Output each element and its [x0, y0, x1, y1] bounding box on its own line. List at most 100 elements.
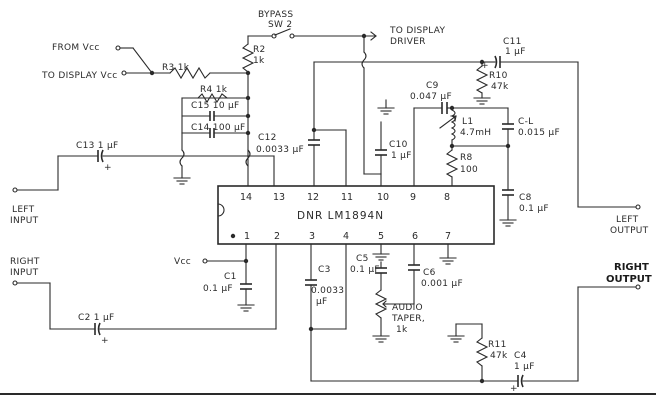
c11-label: C11	[503, 37, 522, 47]
pin-12: 12	[307, 192, 319, 203]
c4-value: 1 μF	[514, 362, 535, 372]
right-input-label: RIGHT	[10, 257, 40, 267]
c12-section: C12 0.0033 μF	[256, 59, 485, 187]
l1-value: 4.7mH	[460, 128, 491, 138]
c3-value: 0.0033	[311, 286, 344, 296]
r10-resistor	[475, 65, 489, 94]
c1-value: 0.1 μF	[203, 284, 233, 294]
pin-10: 10	[377, 192, 389, 203]
c1-label: C1	[224, 272, 237, 282]
c4-label: C4	[514, 351, 527, 361]
cl-label: C-L	[518, 117, 533, 127]
c12-value: 0.0033 μF	[256, 145, 304, 155]
left-output-terminal	[635, 204, 641, 210]
r4-resistor	[197, 92, 228, 104]
c8-label: C8	[519, 193, 532, 203]
c11-value: 1 μF	[505, 47, 526, 57]
pin-4: 4	[343, 231, 349, 242]
c5-label: C5	[356, 254, 369, 264]
pin-11: 11	[341, 192, 353, 203]
left-input-terminal	[12, 187, 18, 193]
pin1-marker	[230, 233, 236, 239]
c8-value: 0.1 μF	[519, 204, 549, 214]
r4-c15-c14-network: R4 1k C15 10 μF C14 100 μF	[173, 85, 251, 185]
c6-value: 0.001 μF	[421, 279, 463, 289]
right-output-label-2: OUTPUT	[606, 274, 652, 285]
c14-label: C14 100 μF	[191, 123, 246, 133]
pin-3: 3	[309, 231, 315, 242]
vcc-label: Vcc	[174, 257, 191, 267]
pot-label: AUDIO	[392, 303, 423, 313]
svg-text:+: +	[510, 384, 518, 394]
right-output-terminal	[635, 284, 641, 290]
cl-value: 0.015 μF	[518, 128, 560, 138]
r2-resistor	[241, 43, 255, 73]
sw2-lever	[274, 28, 291, 36]
pin-7: 7	[445, 231, 451, 242]
vcc-terminal	[202, 258, 208, 264]
filter-section: C9 0.047 μF L1 4.7mH C-L 0.015 μF R8 100…	[410, 81, 560, 227]
r8-label: R8	[460, 153, 473, 163]
c9-value: 0.047 μF	[410, 92, 452, 102]
driver-label: DRIVER	[390, 37, 426, 47]
pot-label-2: TAPER,	[391, 314, 425, 324]
pin-6: 6	[412, 231, 418, 242]
sw2-contact-right	[289, 33, 295, 39]
right-output-section: R11 47k C4 1 μF + RIGHT OUTPUT	[310, 262, 652, 394]
pin-8: 8	[444, 192, 450, 203]
to-display-vcc-terminal	[121, 70, 127, 76]
l1-label: L1	[462, 117, 473, 127]
c12-label: C12	[258, 133, 277, 143]
svg-text:+: +	[101, 336, 109, 346]
r3-resistor	[169, 66, 211, 80]
left-output-section: C11 1 μF + LEFT OUTPUT R10 47k	[473, 37, 649, 236]
c6-label: C6	[423, 268, 436, 278]
r11-label: R11	[488, 340, 507, 350]
c3-value-unit: μF	[316, 297, 328, 307]
r4-label: R4 1k	[200, 85, 228, 95]
pin-1: 1	[244, 231, 250, 242]
c15-label: C15 10 μF	[191, 101, 240, 111]
r2-value: 1k	[253, 56, 265, 66]
audio-taper-pot	[374, 289, 388, 319]
r11-resistor	[475, 337, 489, 367]
r10-label: R10	[489, 71, 508, 81]
r8-resistor	[445, 149, 459, 178]
r8-value: 100	[460, 165, 478, 175]
r2-label: R2	[253, 45, 266, 55]
left-input-label-2: INPUT	[10, 216, 39, 226]
c2-label: C2 1 μF	[78, 313, 114, 323]
to-display-vcc-label: TO DISPLAY Vcc	[41, 71, 117, 81]
pin-14: 14	[240, 192, 252, 203]
left-output-label-2: OUTPUT	[610, 226, 649, 236]
chip-label: DNR LM1894N	[297, 210, 384, 222]
bypass-label: BYPASS	[258, 10, 293, 20]
c5-value: 0.1 μF	[350, 265, 380, 275]
from-vcc-label: FROM Vcc	[52, 43, 100, 53]
left-output-label: LEFT	[616, 215, 639, 225]
sw2-label: SW 2	[268, 20, 292, 30]
pin-2: 2	[274, 231, 280, 242]
vcc-c1-section: Vcc C1 0.1 μF	[174, 243, 255, 312]
pin-13: 13	[273, 192, 285, 203]
right-output-label: RIGHT	[614, 262, 649, 273]
left-input-label: LEFT	[12, 205, 35, 215]
c5-pot-section: C5 0.1 μF AUDIO TAPER, 1k	[350, 243, 425, 343]
c10-label: C10	[389, 140, 408, 150]
c13-label: C13 1 μF	[76, 141, 119, 151]
lm1894n-chip: DNR LM1894N 14 13 12 11 10 9 8 1 2 3 4 5…	[217, 185, 495, 245]
pot-label-3: 1k	[396, 325, 408, 335]
svg-text:+: +	[481, 61, 489, 71]
c3-label: C3	[318, 265, 331, 275]
page-border-line	[0, 393, 656, 395]
r3-label: R3 1k	[162, 63, 190, 73]
pin-9: 9	[410, 192, 416, 203]
r10-value: 47k	[491, 82, 509, 92]
supply-section: FROM Vcc TO DISPLAY Vcc R3 1k R2 1k BYPA…	[41, 10, 445, 187]
c3-section: C3 0.0033 μF	[305, 243, 347, 382]
left-input-section: C13 1 μF + LEFT INPUT	[10, 141, 275, 226]
c10-section: C10 1 μF	[375, 99, 411, 175]
right-input-label-2: INPUT	[10, 268, 39, 278]
pin-5: 5	[378, 231, 384, 242]
